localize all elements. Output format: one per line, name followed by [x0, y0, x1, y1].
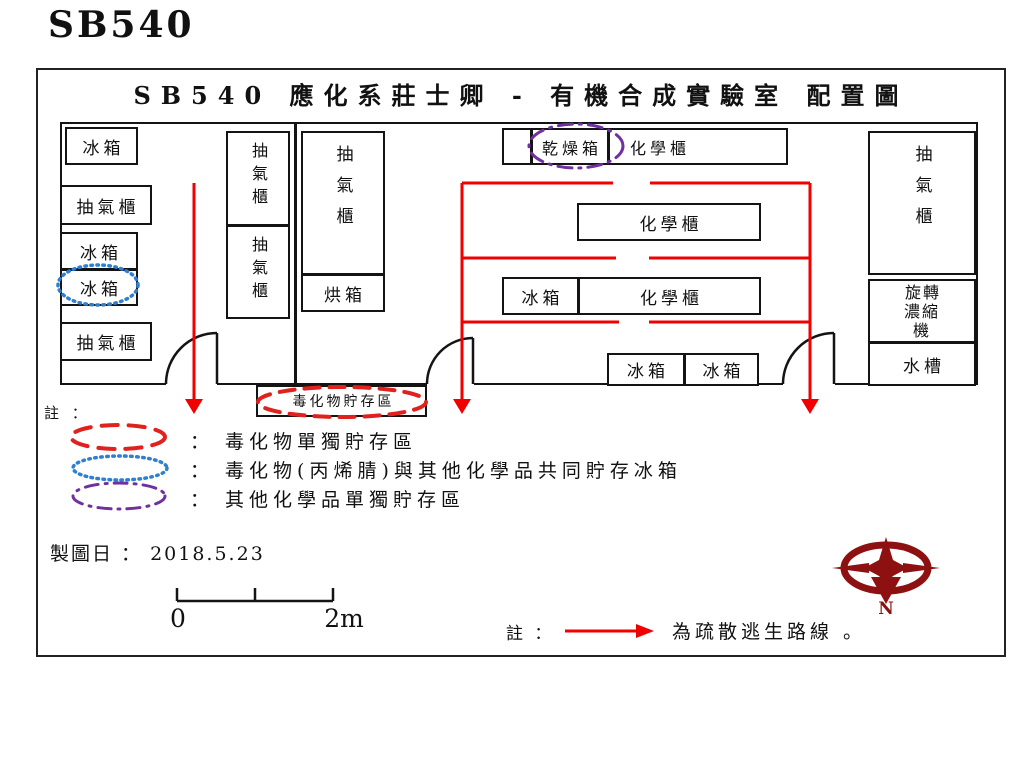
center-fumehood-lower: 抽氣櫃 [226, 225, 290, 319]
legend-item-toxic-shared-fridge: ： 毒化物(丙烯腈)與其他化學品共同貯存冰箱 [190, 460, 682, 482]
figure-title: SB540 應化系莊士卿 - 有機合成實驗室 配置圖 [133, 81, 909, 110]
rotary-evaporator-box: 旋轉 濃縮 機 [868, 279, 976, 343]
compass-north-label: N [878, 599, 894, 619]
left-fumehood-lower: 抽氣櫃 [60, 322, 152, 361]
drawing-date: 製圖日 ： 2018.5.23 [50, 543, 265, 565]
left-fridge-middle: 冰箱 [60, 232, 138, 270]
legend-heading: 註 ： [44, 404, 91, 422]
sink-box: 水槽 [868, 342, 976, 386]
oven-box: 烘箱 [301, 274, 385, 312]
chemical-cabinet-middle: 化學櫃 [577, 203, 761, 241]
bench-fridge-box: 冰箱 [502, 277, 579, 315]
left-fridge-acrylonitrile: 冰箱 [60, 269, 138, 306]
left-fridge-top: 冰箱 [65, 127, 138, 165]
scale-end-label: 2m [324, 604, 364, 633]
center-fumehood-upper: 抽氣櫃 [226, 131, 290, 226]
cabinet-empty-cell [502, 128, 532, 165]
legend-item-toxic-single: ： 毒化物單獨貯存區 [190, 431, 418, 453]
toxic-storage-box: 毒化物貯存區 [256, 385, 427, 417]
mid-fumehood-tall: 抽氣櫃 [301, 131, 385, 275]
legend-item-other-chemicals: ： 其他化學品單獨貯存區 [190, 489, 466, 511]
route-note-label: 註 ： [506, 624, 555, 644]
right-fumehood-tall: 抽氣櫃 [868, 131, 976, 275]
left-fumehood-upper: 抽氣櫃 [60, 185, 152, 225]
bottom-fridge-left: 冰箱 [607, 353, 685, 386]
floorplan-figure-border [36, 68, 1006, 657]
scale-start-label: 0 [170, 604, 186, 633]
drying-oven-box: 乾燥箱 [531, 128, 609, 165]
partition-wall [294, 122, 297, 385]
bottom-fridge-right: 冰箱 [684, 353, 759, 386]
route-note-text: 為疏散逃生路線 。 [672, 621, 867, 643]
room-number-heading: SB540 [48, 4, 195, 46]
chemical-cabinet-top: 化學櫃 [608, 128, 788, 165]
chemical-cabinet-lower: 化學櫃 [578, 277, 761, 315]
